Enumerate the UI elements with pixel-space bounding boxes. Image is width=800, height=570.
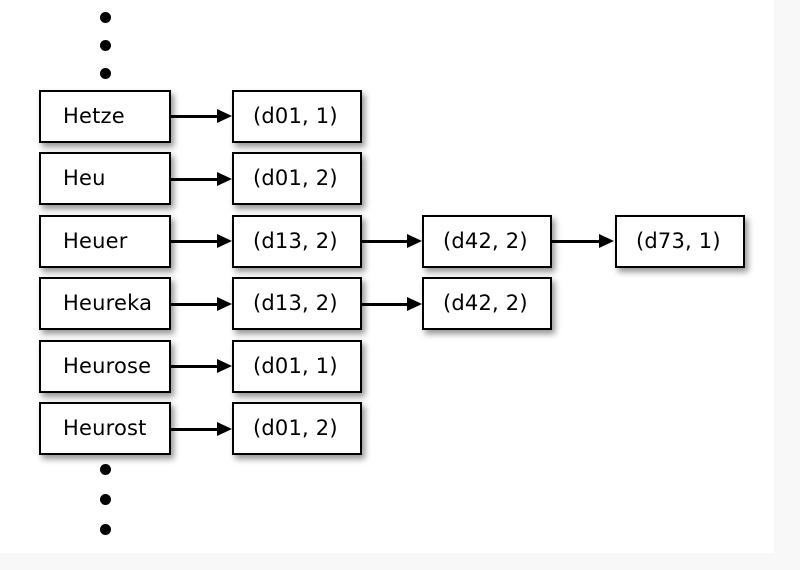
posting-node-r1c2[interactable]: (d01, 1)	[232, 90, 362, 143]
arrow-heurose-to-posting	[171, 359, 232, 373]
node-label: (d01, 2)	[253, 416, 338, 440]
posting-node-r4c3[interactable]: (d42, 2)	[422, 277, 552, 330]
node-label: (d73, 1)	[636, 229, 721, 253]
arrow-head	[217, 109, 232, 123]
term-node-hetze[interactable]: Hetze	[39, 90, 171, 143]
ellipsis-dot	[99, 524, 111, 535]
node-label: Heureka	[63, 291, 153, 315]
node-label: (d01, 1)	[253, 354, 338, 378]
posting-node-r6c2[interactable]: (d01, 2)	[232, 402, 362, 455]
arrow-head	[217, 234, 232, 248]
posting-node-r3c2[interactable]: (d13, 2)	[232, 215, 362, 268]
arrow-r3c3-to-r3c4	[552, 234, 614, 248]
ellipsis-bottom	[90, 464, 120, 554]
ellipsis-top	[90, 12, 120, 96]
arrow-hetze-to-posting	[171, 109, 232, 123]
arrow-shaft	[171, 240, 217, 243]
arrow-head	[217, 172, 232, 186]
ellipsis-dot	[99, 68, 111, 79]
arrow-head	[407, 234, 422, 248]
posting-node-r2c2[interactable]: (d01, 2)	[232, 152, 362, 205]
arrow-shaft	[362, 303, 407, 306]
ellipsis-dot	[99, 12, 111, 23]
arrow-head	[217, 297, 232, 311]
arrow-shaft	[171, 428, 217, 431]
arrow-head	[217, 359, 232, 373]
node-label: Hetze	[63, 104, 125, 128]
arrow-heuer-to-posting	[171, 234, 232, 248]
arrow-head	[407, 297, 422, 311]
node-label: Heu	[63, 166, 106, 190]
arrow-r4c2-to-r4c3	[362, 297, 422, 311]
arrow-heu-to-posting	[171, 172, 232, 186]
node-label: (d13, 2)	[253, 229, 338, 253]
arrow-heurost-to-posting	[171, 422, 232, 436]
arrow-head	[599, 234, 614, 248]
term-node-heu[interactable]: Heu	[39, 152, 171, 205]
arrow-head	[217, 422, 232, 436]
term-node-heuer[interactable]: Heuer	[39, 215, 171, 268]
term-node-heureka[interactable]: Heureka	[39, 277, 171, 330]
arrow-shaft	[552, 240, 599, 243]
node-label: (d42, 2)	[443, 291, 528, 315]
arrow-shaft	[362, 240, 407, 243]
arrow-shaft	[171, 178, 217, 181]
posting-node-r5c2[interactable]: (d01, 1)	[232, 340, 362, 393]
node-label: (d01, 2)	[253, 166, 338, 190]
arrow-heureka-to-posting	[171, 297, 232, 311]
node-label: (d13, 2)	[253, 291, 338, 315]
page-edge-right	[774, 0, 800, 570]
node-label: (d42, 2)	[443, 229, 528, 253]
posting-node-r3c4[interactable]: (d73, 1)	[615, 215, 745, 268]
ellipsis-dot	[99, 40, 111, 51]
posting-node-r4c2[interactable]: (d13, 2)	[232, 277, 362, 330]
arrow-shaft	[171, 303, 217, 306]
arrow-shaft	[171, 365, 217, 368]
node-label: Heurose	[63, 354, 152, 378]
page-edge-bottom	[0, 553, 800, 570]
arrow-shaft	[171, 115, 217, 118]
node-label: Heuer	[63, 229, 128, 253]
ellipsis-dot	[99, 464, 111, 475]
posting-node-r3c3[interactable]: (d42, 2)	[422, 215, 552, 268]
ellipsis-dot	[99, 494, 111, 505]
term-node-heurose[interactable]: Heurose	[39, 340, 171, 393]
node-label: Heurost	[63, 416, 147, 440]
term-node-heurost[interactable]: Heurost	[39, 402, 171, 455]
arrow-r3c2-to-r3c3	[362, 234, 422, 248]
node-label: (d01, 1)	[253, 104, 338, 128]
